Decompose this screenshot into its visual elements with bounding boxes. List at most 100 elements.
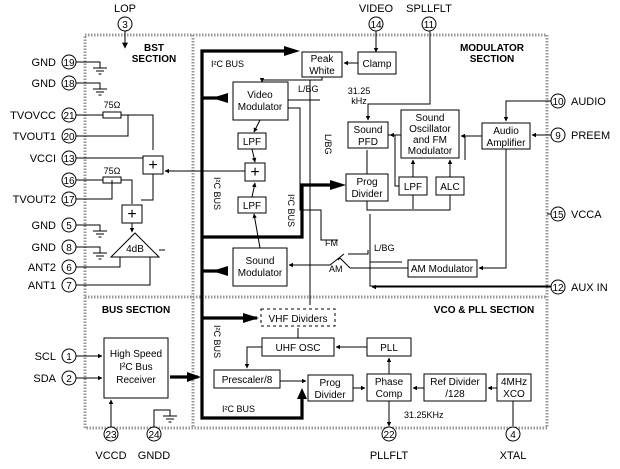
prog-divider-top-line2: Divider <box>351 189 383 200</box>
modulator-section-title-line2: SECTION <box>470 54 514 65</box>
pin-auxin-number: 12 <box>552 283 564 294</box>
pin-vcca-label: VCCA <box>571 209 602 221</box>
i2c-bus-left-low-label: I²C BUS <box>212 325 222 358</box>
pin-video-label: VIDEO <box>359 3 394 15</box>
pin-auxin-label: AUX IN <box>571 282 608 294</box>
pin-sda: SDA 2 <box>33 370 77 386</box>
lbg-switch-label: L/BG <box>374 243 395 253</box>
audio-amplifier-block: Audio Amplifier <box>481 122 531 150</box>
ground-symbols <box>76 61 177 427</box>
section-frames <box>83 33 549 430</box>
pin-16: 16 <box>61 172 77 188</box>
pin-gndd-label: GNDD <box>138 450 170 462</box>
sound-oscillator-block: Sound Oscillator and FM Modulator <box>400 109 460 159</box>
pin-xtal-number: 4 <box>510 430 516 441</box>
am-label: AM <box>329 264 343 274</box>
pin-preem-label: PREEM <box>571 130 610 142</box>
pin-lop-number: 3 <box>122 20 128 31</box>
bus-section-title: BUS SECTION <box>102 305 170 316</box>
amplifier-4db: 4dB <box>109 232 165 258</box>
sound-osc-line2: Oscillator <box>409 124 451 135</box>
i2c-receiver-line1: High Speed <box>110 349 162 360</box>
pin-spllflt-label: SPLLFLT <box>406 3 452 15</box>
bus-wiring <box>76 353 114 427</box>
clamp-block: Clamp <box>357 51 397 75</box>
lpf-video-label: LPF <box>243 137 261 148</box>
pin-gnd8-number: 8 <box>66 243 72 254</box>
pll-block: PLL <box>366 337 412 357</box>
pin-vcci-label: VCCI <box>30 153 56 165</box>
pin-xtal-label: XTAL <box>500 450 527 462</box>
prescaler-label: Prescaler/8 <box>222 375 273 386</box>
bst-section-title-line2: SECTION <box>132 54 176 65</box>
i2c-bus-lines <box>170 46 346 420</box>
resistor-2-label: 75Ω <box>104 166 121 176</box>
ref-divider-line2: /128 <box>445 389 465 400</box>
pin-vccd-label: VCCD <box>95 450 126 462</box>
sound-osc-line3: and FM <box>413 135 447 146</box>
pin-tvout2: TVOUT2 17 <box>13 191 77 207</box>
pin-scl-label: SCL <box>35 351 56 363</box>
vhf-dividers-block: VHF Dividers <box>260 308 336 327</box>
sound-pfd-block: Sound PFD <box>347 121 389 149</box>
pin-lop-label: LOP <box>114 3 136 15</box>
pin-ant1: ANT1 7 <box>28 277 77 293</box>
pin-ant1-number: 7 <box>66 281 72 292</box>
pin-vcci: VCCI 13 <box>30 150 77 166</box>
am-modulator-block: AM Modulator <box>407 259 478 278</box>
sum-junction-1-sign: + <box>148 157 157 174</box>
video-modulator-line1: Video <box>247 90 273 101</box>
pin-gndd-number: 24 <box>148 430 160 441</box>
pin-sda-number: 2 <box>66 374 72 385</box>
lpf-fm-block: LPF <box>398 176 428 196</box>
phase-comp-block: Phase Comp <box>366 373 412 402</box>
peak-white-block: Peak White <box>301 51 343 78</box>
amplifier-4db-label: 4dB <box>126 244 144 255</box>
sum-junction-2-sign: + <box>250 164 259 181</box>
pin-tvout1: TVOUT1 20 <box>13 128 77 144</box>
pin-16-number: 16 <box>63 176 75 187</box>
phase-comp-line2: Comp <box>376 389 403 400</box>
pin-vcci-number: 13 <box>63 154 75 165</box>
uhf-osc-label: UHF OSC <box>276 343 321 354</box>
i2c-bus-bottom-label: I²C BUS <box>222 404 255 414</box>
pin-audio-label: AUDIO <box>571 96 606 108</box>
sound-pfd-line1: Sound <box>354 125 383 136</box>
prog-divider-bottom-block: Prog Divider <box>307 374 354 402</box>
prog-divider-bottom-line2: Divider <box>314 390 346 401</box>
pin-tvovcc: TVOVCC 21 <box>10 107 77 123</box>
alc-label: ALC <box>440 182 459 193</box>
resistor-1-label: 75Ω <box>104 100 121 110</box>
sound-osc-line1: Sound <box>416 113 445 124</box>
lbg-top-label: L/BG <box>298 84 319 94</box>
pin-gnd18: GND 18 <box>32 75 77 91</box>
vco-pll-wiring <box>244 328 514 427</box>
pin-gnd19: GND 19 <box>32 54 77 70</box>
pin-scl-number: 1 <box>66 352 72 363</box>
modulator-wiring <box>251 31 551 305</box>
pin-ant1-label: ANT1 <box>28 280 56 292</box>
sound-osc-line4: Modulator <box>408 146 453 157</box>
phase-comp-line1: Phase <box>375 377 404 388</box>
pin-video-number: 14 <box>370 20 382 31</box>
i2c-bus-sound-label: I²C BUS <box>286 194 296 227</box>
pin-pllflt-number: 22 <box>383 430 395 441</box>
audio-amp-line1: Audio <box>493 126 519 137</box>
audio-amp-line2: Amplifier <box>487 138 527 149</box>
prog-divider-top-block: Prog Divider <box>345 173 389 202</box>
modulator-section-title-line1: MODULATOR <box>460 43 525 54</box>
pin-scl: SCL 1 <box>35 348 77 364</box>
pin-gnd5: GND 5 <box>32 217 77 233</box>
pin-gnd5-label: GND <box>32 220 57 232</box>
pin-gnd5-number: 5 <box>66 221 72 232</box>
pin-xtal: 4 XTAL <box>500 426 527 462</box>
fm-label: FM <box>325 238 338 248</box>
pin-preem: 9 PREEM <box>550 127 610 143</box>
i2c-bus-left-mid-label: I²C BUS <box>212 177 222 210</box>
pin-spllflt: SPLLFLT 11 <box>406 3 452 32</box>
am-modulator-label: AM Modulator <box>411 264 474 275</box>
i2c-receiver-line3: Receiver <box>116 375 156 386</box>
pin-ant2: ANT2 6 <box>28 259 77 275</box>
pin-preem-number: 9 <box>555 131 561 142</box>
prog-divider-top-line1: Prog <box>356 177 377 188</box>
